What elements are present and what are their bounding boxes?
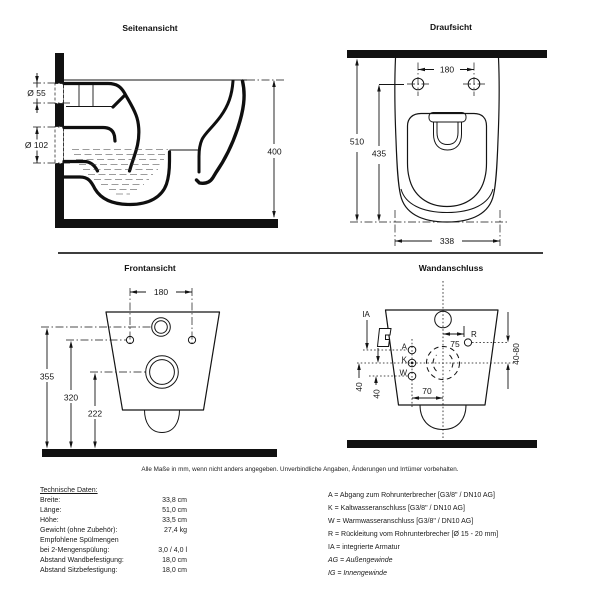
dim-label: 40 — [354, 382, 364, 392]
wall-connection-drawing: A K W IA 40 40 70 — [347, 281, 537, 448]
table-row: Abstand Sitzbefestigung:18,0 cm — [40, 567, 187, 574]
floor-section — [55, 219, 278, 228]
dim-label: Ø 102 — [25, 140, 48, 150]
side-view-drawing: Ø 55 Ø 102 400 — [19, 53, 286, 228]
dim-label: 40 — [372, 389, 382, 399]
label-ia: IA — [362, 310, 370, 319]
dim-hole-top: Ø 55 — [21, 73, 70, 113]
technical-data-heading: Technische Daten: — [40, 487, 98, 494]
label-r: R — [471, 330, 477, 339]
title-draufsicht: Draufsicht — [429, 22, 473, 32]
dim-label: 222 — [88, 409, 102, 419]
water-hatching — [72, 149, 168, 195]
dim-320: 320 — [59, 339, 127, 449]
dim-holes-180: 180 — [418, 65, 474, 75]
dim-depth-510: 510 — [345, 58, 369, 222]
title-wandanschluss: Wandanschluss — [418, 263, 484, 273]
table-row: Höhe:33,5 cm — [40, 517, 187, 524]
dim-label: 320 — [64, 393, 78, 403]
connection-r — [463, 338, 473, 347]
dim-label: 70 — [422, 386, 432, 396]
drain-connection — [145, 355, 179, 389]
dim-40-80: 40-80 — [506, 312, 521, 389]
dim-222: 222 — [83, 371, 146, 449]
floor-section — [347, 440, 537, 448]
table-row: Empfohlene Spülmengen — [40, 537, 119, 544]
label-w: W — [399, 369, 407, 378]
drain-hidden — [426, 346, 460, 380]
dim-label: 338 — [440, 236, 454, 246]
dim-355: 355 — [35, 326, 152, 449]
wc-body — [105, 311, 221, 411]
flush-hole — [434, 310, 452, 329]
legend-row: K = Kaltwasseranschluss [G3/8" / DN10 AG… — [328, 505, 465, 512]
top-view-drawing: 180 510 435 — [345, 50, 547, 246]
wc-body — [384, 309, 499, 406]
outlet-bulge — [419, 404, 467, 431]
connection-a — [407, 345, 417, 355]
table-row: bei 2-Mengenspülung:3,0 / 4,0 l — [40, 547, 187, 554]
wall-section — [347, 50, 547, 58]
dim-hole-bottom: Ø 102 — [19, 126, 70, 164]
title-seitenansicht: Seitenansicht — [122, 23, 178, 33]
wall-hole-flush — [54, 83, 64, 104]
dim-70: 70 — [412, 386, 443, 400]
floor-section — [42, 449, 277, 457]
dim-label: 355 — [40, 372, 54, 382]
armature-bracket — [376, 328, 392, 347]
dim-label: 180 — [440, 65, 454, 75]
front-view-drawing: 180 355 — [35, 287, 277, 457]
wc-outline — [394, 57, 500, 223]
fixing-hole-right — [187, 335, 197, 345]
label-k: K — [402, 356, 408, 365]
wall-hole-drain — [54, 126, 64, 164]
dim-label: 400 — [267, 147, 281, 157]
section-divider — [58, 252, 543, 254]
dim-40-kw: 40 — [372, 376, 382, 399]
legend-row: IA = integrierte Armatur — [328, 544, 400, 551]
dim-label: Ø 55 — [27, 88, 46, 98]
dim-height-400: 400 — [262, 80, 286, 218]
title-frontansicht: Frontansicht — [124, 263, 176, 273]
table-row: Gewicht (ohne Zubehör):27,4 kg — [40, 527, 187, 534]
dim-width-338: 338 — [394, 210, 501, 246]
dim-label: 510 — [350, 137, 364, 147]
dim-label: 180 — [154, 287, 168, 297]
legend-row: R = Rückleitung vom Rohrunterbrecher [Ø … — [328, 531, 499, 538]
dim-holes-180: 180 — [130, 287, 192, 297]
table-row: Länge:51,0 cm — [40, 507, 187, 514]
connection-legend: A = Abgang zum Rohrunterbrecher [G3/8" /… — [328, 489, 558, 580]
outlet-bulge — [144, 409, 180, 434]
dim-label: 75 — [450, 339, 460, 349]
flush-connection — [151, 317, 171, 337]
connection-w — [407, 371, 417, 381]
legend-row: IG = Innengewinde — [328, 570, 387, 577]
measurement-note: Alle Maße in mm, wenn nicht anders angeg… — [141, 466, 459, 473]
legend-row: A = Abgang zum Rohrunterbrecher [G3/8" /… — [328, 492, 495, 499]
label-a: A — [402, 343, 408, 352]
legend-row: W = Warmwasseranschluss [G3/8" / DN10 AG… — [328, 518, 474, 525]
connection-k — [407, 358, 417, 368]
dim-75: 75 — [443, 326, 465, 349]
flush-distributor — [428, 112, 467, 123]
dim-label: 40-80 — [511, 343, 521, 365]
dim-40-ak: 40 — [354, 363, 364, 392]
legend-row: AG = Außengewinde — [328, 557, 393, 564]
dim-label: 435 — [372, 149, 386, 159]
table-row: Abstand Wandbefestigung:18,0 cm — [40, 557, 187, 564]
dim-front-435: 435 — [367, 84, 404, 222]
wc-cross-section — [62, 79, 246, 207]
seat-opening — [406, 112, 488, 208]
table-row: Breite:33,8 cm — [40, 497, 187, 504]
technical-data: Technische Daten: Breite:33,8 cm Länge:5… — [40, 486, 187, 576]
